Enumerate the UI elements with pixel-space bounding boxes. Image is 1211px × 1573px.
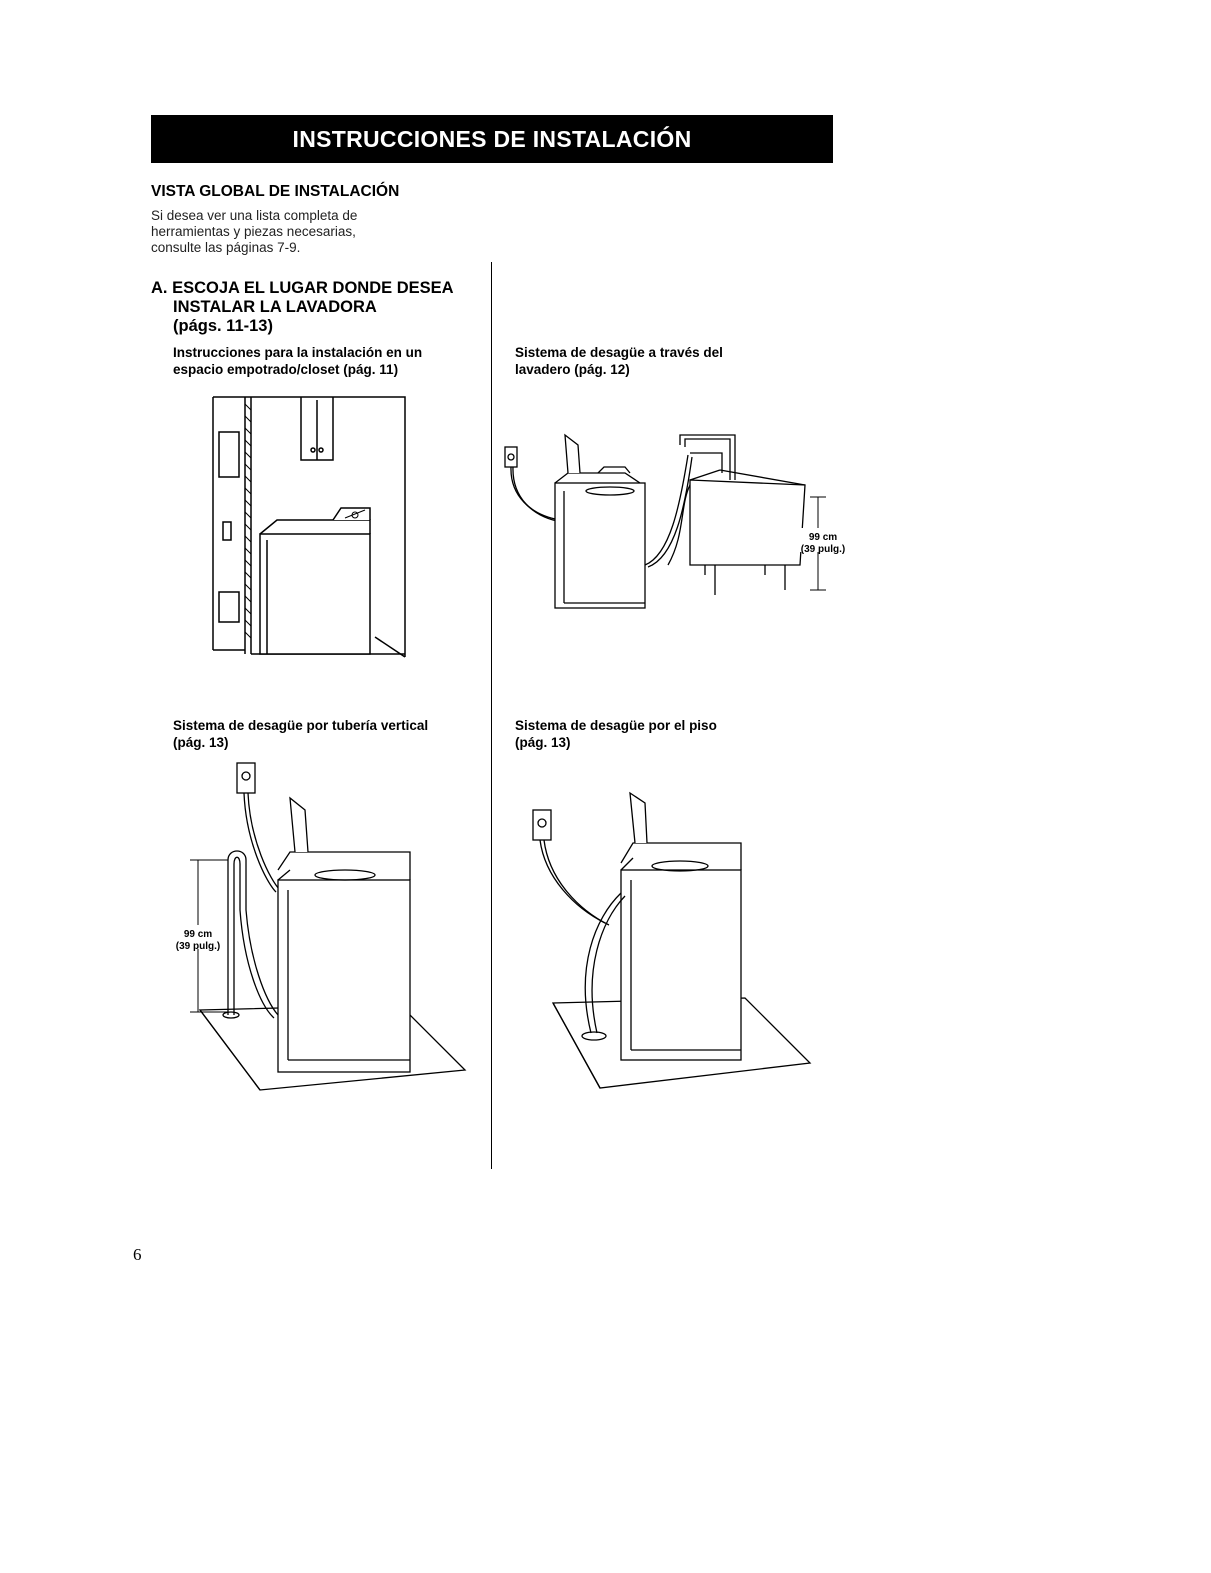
caption-line: lavadero (pág. 12) — [515, 362, 630, 377]
closet-installation-illustration — [212, 396, 406, 658]
standpipe-dim-in: (39 pulg.) — [176, 941, 220, 952]
overview-heading: VISTA GLOBAL DE INSTALACIÓN — [151, 183, 400, 200]
overview-line: Si desea ver una lista completa de — [151, 208, 358, 223]
laundry-tub-illustration: 99 cm (39 pulg.) — [504, 433, 852, 609]
page-title: INSTRUCCIONES DE INSTALACIÓN — [292, 125, 692, 152]
caption-line: Instrucciones para la instalación en un — [173, 345, 423, 360]
floor-drain-illustration — [532, 791, 812, 1089]
caption-line: Sistema de desagüe por el piso — [515, 718, 717, 733]
page-title-banner: INSTRUCCIONES DE INSTALACIÓN — [151, 115, 833, 163]
tub-dim-in: (39 pulg.) — [801, 544, 845, 555]
standpipe-dim-cm: 99 cm — [184, 929, 212, 940]
overview-text: Si desea ver una lista completa de herra… — [151, 208, 357, 256]
caption-line: Sistema de desagüe a través del — [515, 345, 723, 360]
caption-line: Sistema de desagüe por tubería vertical — [173, 718, 429, 733]
caption-line: (pág. 13) — [173, 735, 229, 750]
section-a-line: (págs. 11-13) — [173, 317, 273, 335]
caption-line: (pág. 13) — [515, 735, 571, 750]
standpipe-illustration: 99 cm (39 pulg.) — [170, 762, 467, 1091]
floor-drain-caption: Sistema de desagüe por el piso (pág. 13) — [515, 717, 717, 751]
overview-line: consulte las páginas 7-9. — [151, 240, 301, 255]
column-divider — [491, 262, 492, 1169]
section-a-heading: A. ESCOJA EL LUGAR DONDE DESEA INSTALAR … — [151, 279, 454, 336]
standpipe-caption: Sistema de desagüe por tubería vertical … — [173, 717, 428, 751]
caption-line: espacio empotrado/closet (pág. 11) — [173, 362, 399, 377]
tub-dim-cm: 99 cm — [809, 532, 837, 543]
section-a-line: INSTALAR LA LAVADORA — [173, 298, 377, 316]
laundry-tub-caption: Sistema de desagüe a través del lavadero… — [515, 344, 723, 378]
section-a-line: A. ESCOJA EL LUGAR DONDE DESEA — [151, 279, 454, 297]
closet-caption: Instrucciones para la instalación en un … — [173, 344, 422, 378]
overview-line: herramientas y piezas necesarias, — [151, 224, 356, 239]
page-number: 6 — [133, 1245, 142, 1264]
